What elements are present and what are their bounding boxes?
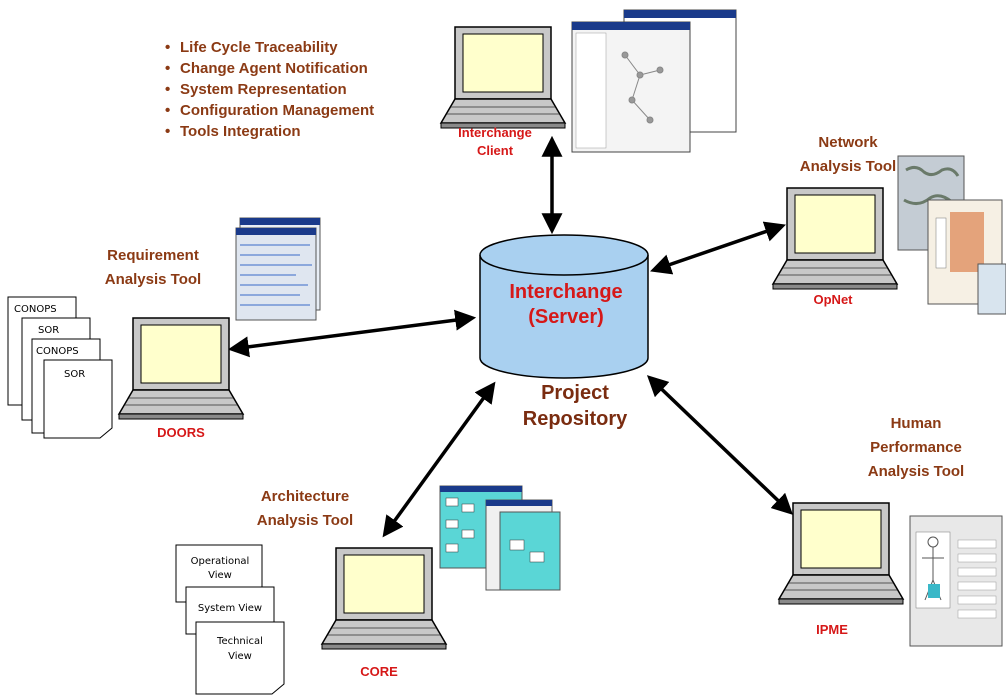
network-title-line2: Analysis Tool [800,158,896,175]
server-title-line2: (Server) [528,306,604,328]
requirement-documents: CONOPS SOR CONOPS SOR [7,296,113,439]
client-screenshots [571,9,737,153]
opnet-screenshots [897,155,1006,315]
view-label: Operational [191,556,250,567]
laptop-icon[interactable] [772,187,898,290]
server-caption-line2: Repository [523,408,628,430]
document-label: SOR [38,325,59,336]
architecture-title-line2: Analysis Tool [257,512,353,529]
laptop-icon[interactable] [321,547,447,650]
bullet-list: • Life Cycle Traceability • Change Agent… [165,39,374,140]
human-title-line2: Performance [870,439,962,456]
requirement-title-line1: Requirement [107,247,199,264]
bullet-item: Life Cycle Traceability [180,39,338,56]
requirement-title-line2: Analysis Tool [105,271,201,288]
core-screenshots [439,485,561,591]
bullet-item: Tools Integration [180,123,301,140]
document-label: SOR [64,369,85,380]
view-label: System View [198,603,262,614]
bullet-item: Change Agent Notification [180,60,368,77]
laptop-icon[interactable] [440,26,566,129]
architecture-views: Operational View System View Technical V… [175,544,285,695]
connector-arrows [227,135,794,538]
architecture-title-line1: Architecture [261,488,349,505]
bullet-marker: • [165,39,170,56]
doors-screenshots [235,217,321,321]
server-cylinder[interactable]: Interchange (Server) [479,234,649,379]
bullet-marker: • [165,81,170,98]
core-label: CORE [360,664,398,679]
arrow-server-core [382,381,496,538]
bullet-marker: • [165,123,170,140]
laptop-icon[interactable] [118,317,244,420]
doors-label: DOORS [157,425,205,440]
human-title-line3: Analysis Tool [868,463,964,480]
client-label-line1: Interchange [458,125,532,140]
arrow-doors-server [227,309,477,358]
ipme-label: IPME [816,622,848,637]
bullet-item: System Representation [180,81,347,98]
bullet-marker: • [165,102,170,119]
network-title-line1: Network [818,134,878,151]
bullet-marker: • [165,60,170,77]
server-caption-line1: Project [541,382,609,404]
view-label: View [208,570,232,581]
view-label: View [228,651,252,662]
ipme-screenshots [909,515,1003,647]
document-label: CONOPS [14,304,57,315]
document-label: CONOPS [36,346,79,357]
laptop-icon[interactable] [778,502,904,605]
opnet-label: OpNet [814,292,854,307]
bullet-item: Configuration Management [180,102,374,119]
view-label: Technical [216,636,263,647]
arrow-server-ipme [646,375,794,515]
server-title-line1: Interchange [509,281,622,303]
client-label-line2: Client [477,143,514,158]
arrow-server-opnet [650,221,786,275]
human-title-line1: Human [891,415,942,432]
